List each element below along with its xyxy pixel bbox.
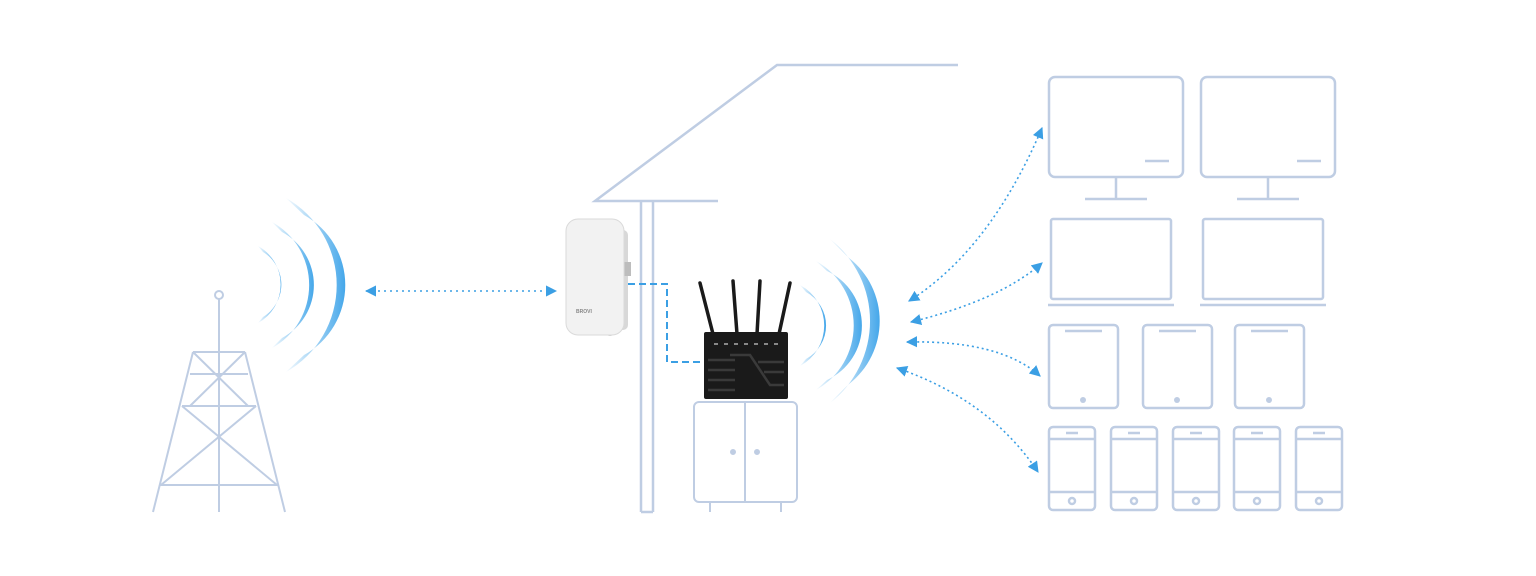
tablet-icon: [1233, 323, 1306, 410]
cpe-brand-label: BROVI: [576, 309, 592, 315]
device-links: [895, 126, 1044, 473]
cabinet-icon: [693, 401, 798, 512]
smartphone-icon: [1294, 425, 1344, 512]
smartphone-icon: [1232, 425, 1282, 512]
client-devices: [1047, 75, 1344, 512]
tower-signal-waves: [258, 198, 346, 372]
smartphone-icon: [1047, 425, 1097, 512]
link-laptops: [909, 262, 1043, 326]
outdoor-cpe-icon: BROVI: [565, 218, 631, 336]
tablet-icon: [1141, 323, 1214, 410]
desktop-monitor-icon: [1199, 75, 1337, 201]
tablet-icon: [1047, 323, 1120, 410]
indoor-router-icon: [698, 279, 792, 399]
desktop-monitor-icon: [1047, 75, 1185, 201]
link-tablets: [905, 336, 1041, 377]
link-phones: [895, 365, 1039, 473]
ethernet-cable: [628, 283, 705, 363]
link-desktops: [908, 126, 1044, 302]
laptop-icon: [1048, 217, 1174, 307]
router-signal-waves: [800, 239, 880, 403]
house-outline-icon: [591, 63, 958, 514]
smartphone-icon: [1171, 425, 1221, 512]
laptop-icon: [1200, 217, 1326, 307]
smartphone-icon: [1109, 425, 1159, 512]
cell-tower-icon: [152, 290, 286, 513]
